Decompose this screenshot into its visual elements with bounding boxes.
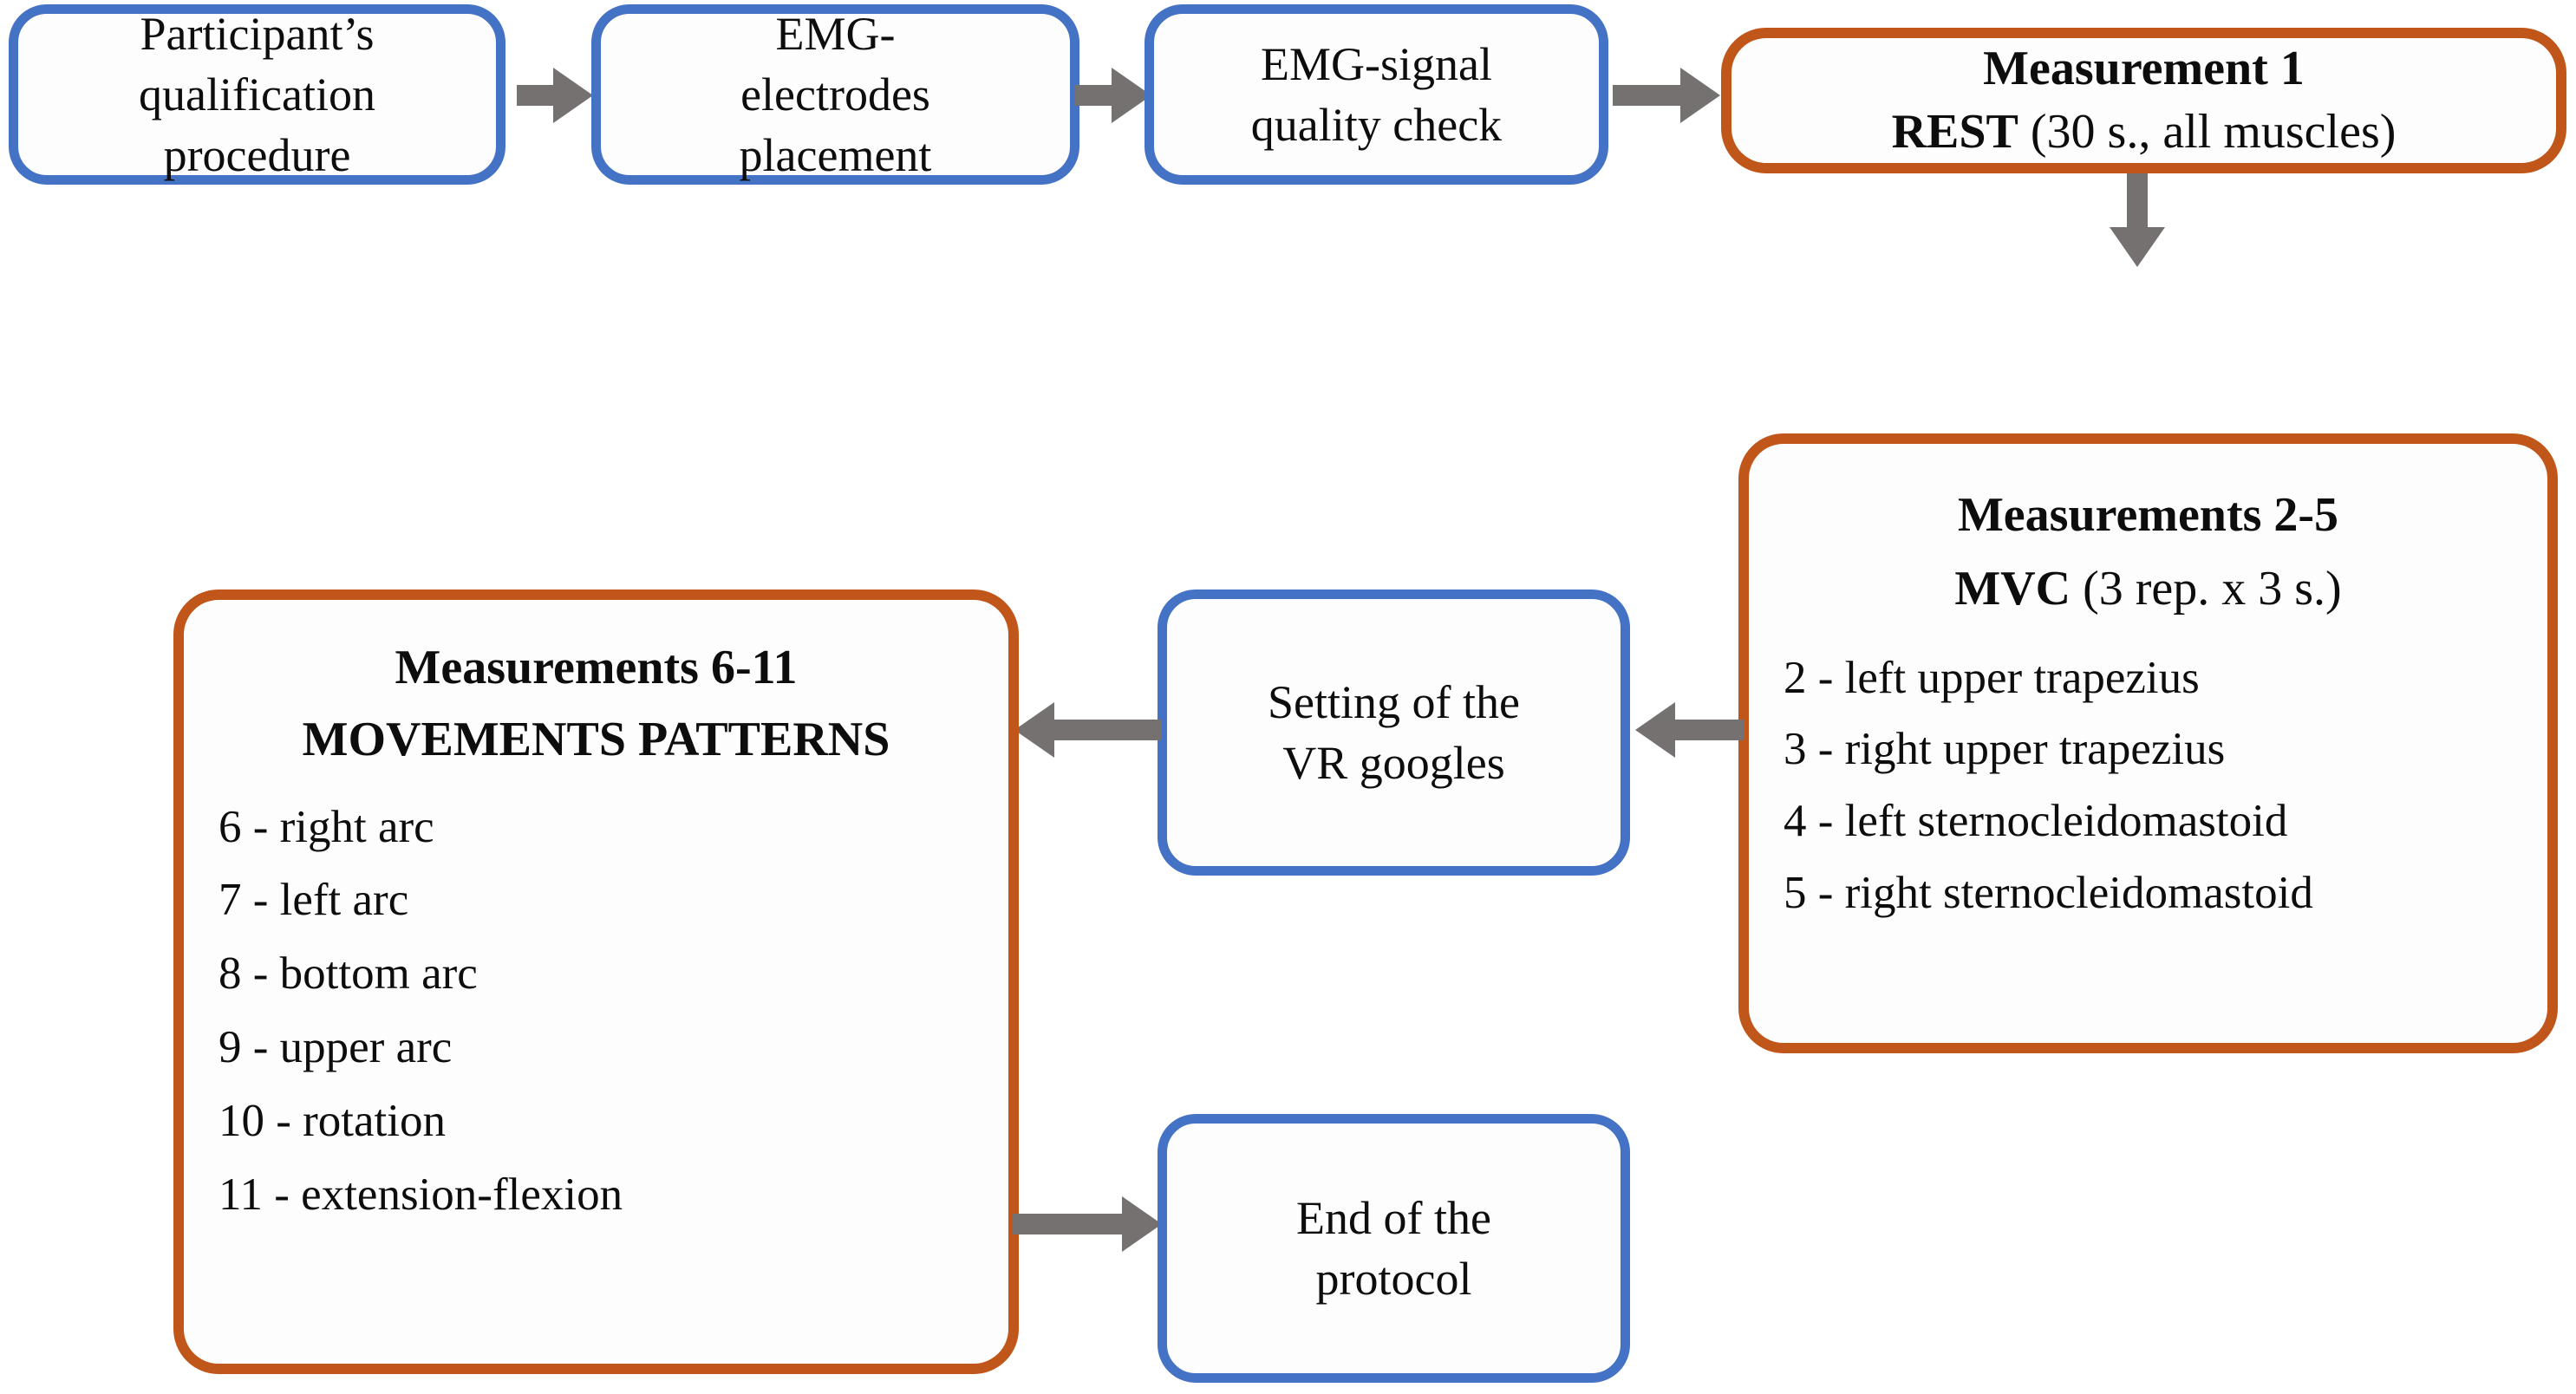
- list-item: 9 - upper arc: [218, 1022, 453, 1073]
- list-item: 6 - right arc: [218, 801, 434, 852]
- list-item: 4 - left sternocleidomastoid: [1784, 796, 2288, 847]
- list-item: 7 - left arc: [218, 875, 409, 926]
- node-heading: Measurements 2-5: [1957, 488, 2339, 542]
- list-item: 11 - extension-flexion: [218, 1169, 623, 1221]
- node-subheading: MOVEMENTS PATTERNS: [302, 712, 890, 766]
- node-line: electrodes: [740, 68, 930, 121]
- node-subheading-bold: REST: [1891, 105, 2018, 159]
- list-item: 2 - left upper trapezius: [1784, 652, 2200, 703]
- arrow-head-left-icon: [1014, 702, 1054, 758]
- arrow-head-left-icon: [1635, 702, 1675, 758]
- arrow-shaft: [1075, 85, 1115, 106]
- arrow-electrodes-to-quality-check: [1075, 68, 1151, 123]
- list-item: 10 - rotation: [218, 1096, 446, 1147]
- node-emg-electrodes-placement[interactable]: EMG- electrodes placement: [591, 4, 1079, 185]
- node-subheading-rest: (30 s., all muscles): [2018, 105, 2397, 159]
- list-item: 5 - right sternocleidomastoid: [1784, 868, 2313, 919]
- list-item: 8 - bottom arc: [218, 948, 478, 1000]
- node-measurements-6-11[interactable]: Measurements 6-11 MOVEMENTS PATTERNS 6 -…: [173, 590, 1019, 1374]
- arrow-shaft: [1051, 720, 1162, 740]
- node-line: placement: [739, 129, 932, 182]
- arrow-head-right-icon: [1122, 1196, 1162, 1252]
- node-measurements-2-5[interactable]: Measurements 2-5 MVC (3 rep. x 3 s.) 2 -…: [1738, 433, 2558, 1053]
- arrow-qualification-to-electrodes: [517, 68, 593, 123]
- node-line: procedure: [163, 129, 351, 182]
- arrow-quality-check-to-measurement-1: [1613, 68, 1725, 123]
- node-heading: Measurements 6-11: [395, 641, 798, 694]
- list-item: 3 - right upper trapezius: [1784, 724, 2226, 775]
- node-subheading-rest: (3 rep. x 3 s.): [2071, 561, 2342, 616]
- node-line: End of the: [1296, 1191, 1491, 1244]
- arrow-shaft: [517, 85, 557, 106]
- arrow-head-right-icon: [1680, 68, 1720, 123]
- arrow-shaft: [1672, 720, 1745, 740]
- measurement-list: 2 - left upper trapezius 3 - right upper…: [1749, 636, 2547, 924]
- node-vr-googles-setting[interactable]: Setting of the VR googles: [1158, 590, 1630, 876]
- node-line: qualification: [139, 68, 375, 121]
- node-line: Participant’s: [140, 7, 375, 60]
- node-line: protocol: [1315, 1253, 1472, 1305]
- arrow-head-right-icon: [553, 68, 593, 123]
- arrow-measurements-2-5-to-vr-googles: [1635, 702, 1745, 758]
- arrow-shaft: [1013, 1214, 1125, 1234]
- arrow-vr-googles-to-measurements-6-11: [1014, 702, 1162, 758]
- arrow-head-down-icon: [2110, 227, 2165, 267]
- node-line: quality check: [1250, 99, 1503, 151]
- node-end-of-protocol[interactable]: End of the protocol: [1158, 1114, 1630, 1383]
- node-measurement-1[interactable]: Measurement 1 REST (30 s., all muscles): [1721, 28, 2566, 173]
- arrow-shaft: [2127, 173, 2148, 231]
- node-line: EMG-signal: [1261, 37, 1492, 90]
- measurement-list: 6 - right arc 7 - left arc 8 - bottom ar…: [184, 784, 1008, 1225]
- node-line: VR googles: [1282, 737, 1505, 789]
- node-subheading: MVC (3 rep. x 3 s.): [1749, 557, 2547, 621]
- node-subheading-bold: MVC: [1954, 561, 2071, 616]
- node-line: Setting of the: [1268, 675, 1520, 728]
- node-participant-qualification[interactable]: Participant’s qualification procedure: [9, 4, 505, 185]
- node-subheading: REST (30 s., all muscles): [1892, 101, 2397, 164]
- node-heading: Measurement 1: [1983, 42, 2305, 96]
- node-emg-signal-quality-check[interactable]: EMG-signal quality check: [1145, 4, 1608, 185]
- arrow-measurement-1-to-measurements-2-5: [2110, 173, 2165, 267]
- arrow-shaft: [1613, 85, 1684, 106]
- arrow-measurements-6-11-to-end: [1013, 1196, 1162, 1252]
- node-line: EMG-: [775, 7, 896, 60]
